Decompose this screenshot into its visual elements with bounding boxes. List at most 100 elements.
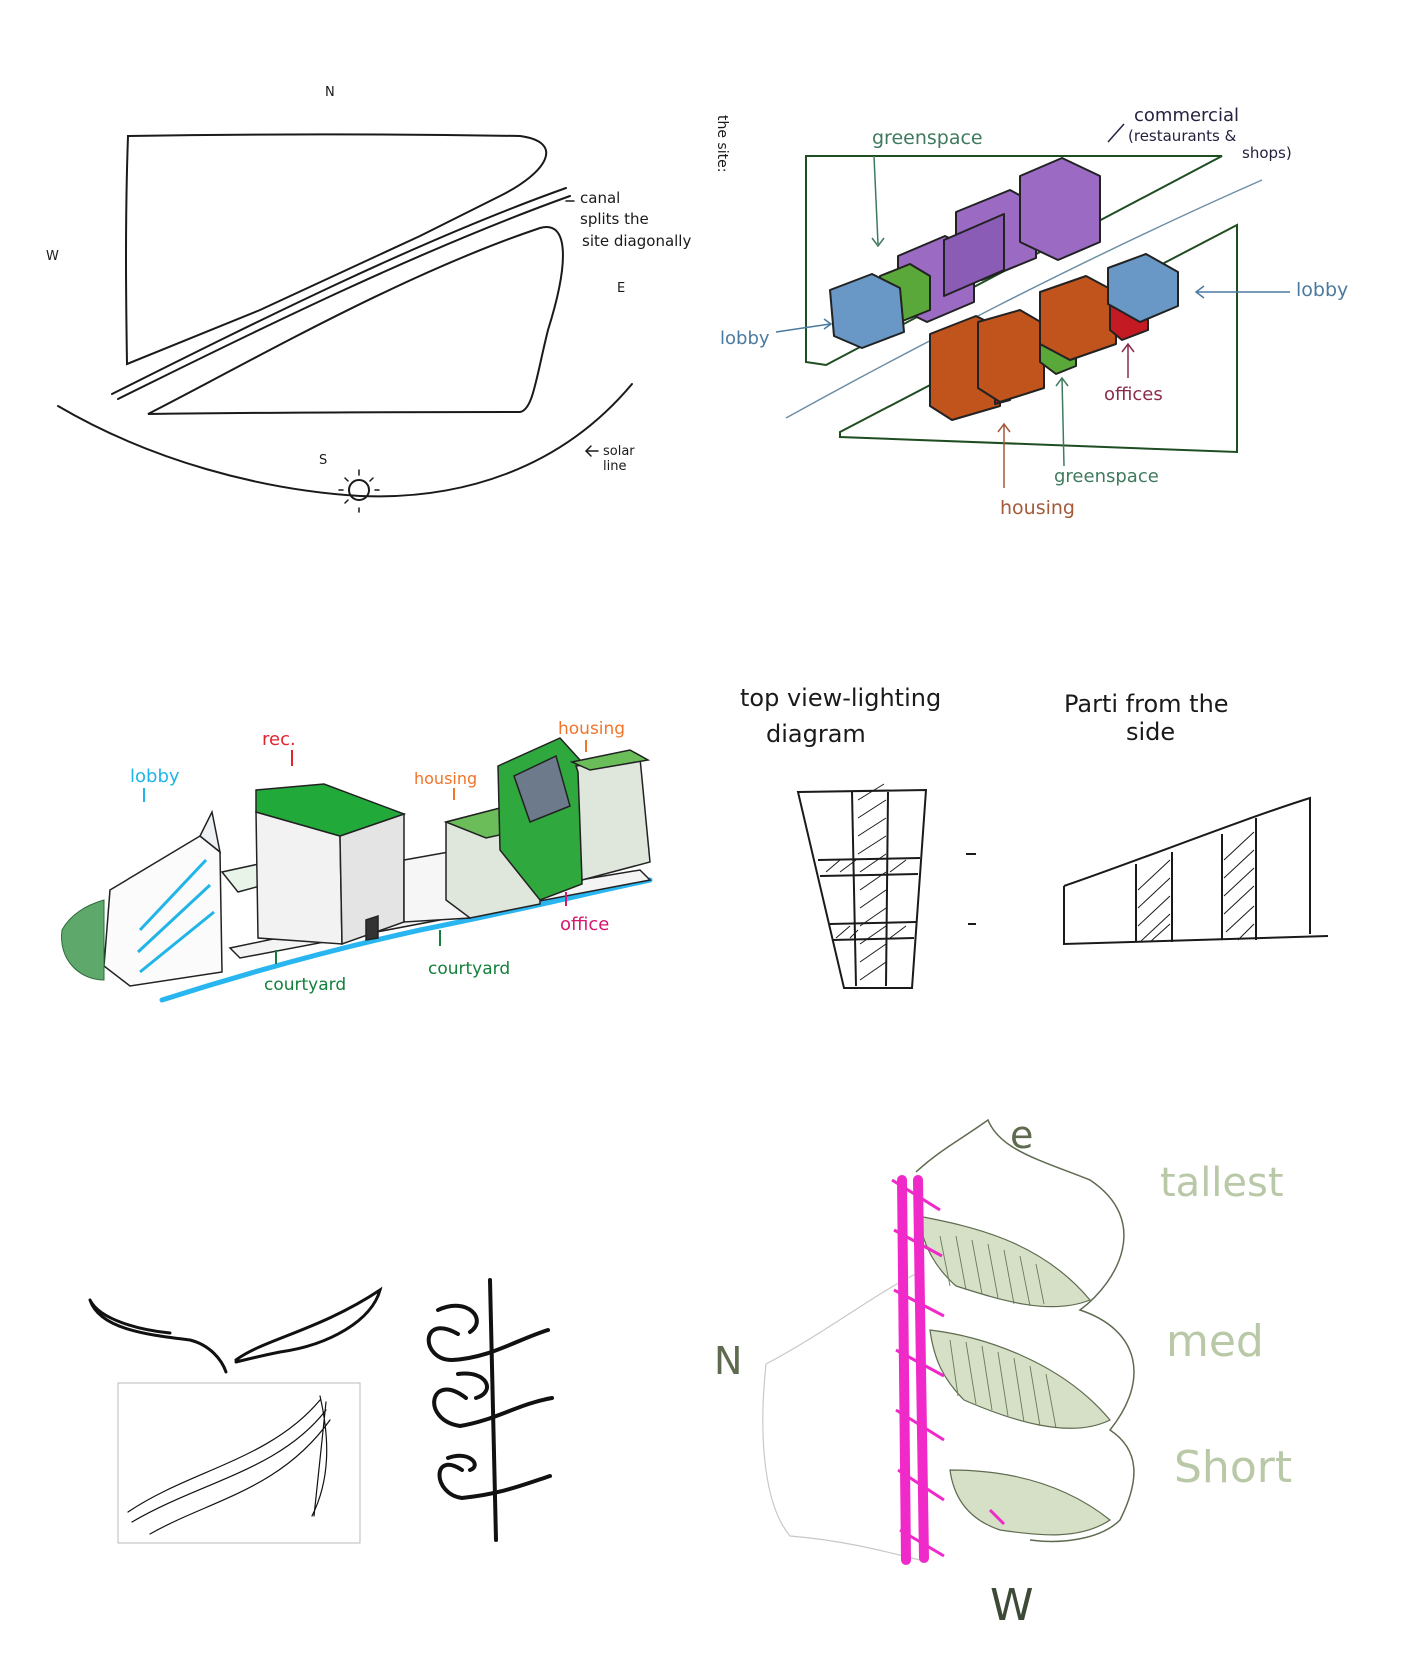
massing-labels: commercial (restaurants & shops) greensp… <box>720 105 1348 519</box>
top-view-outline <box>796 788 928 989</box>
east-orientation-label: e <box>1010 1113 1033 1157</box>
west-orientation-label: W <box>990 1580 1034 1631</box>
orientation-panel <box>762 1118 1135 1565</box>
glyph-spine <box>488 1278 498 1542</box>
side-view-hatching <box>1137 831 1255 943</box>
parti-title-1: Parti from the <box>1064 690 1229 718</box>
east-label: E <box>617 281 625 296</box>
green-band-2 <box>929 1329 1111 1429</box>
upper-lobby-green <box>829 263 931 349</box>
outline-shape <box>762 1271 921 1561</box>
greenspace-top-label: greenspace <box>872 127 983 149</box>
green-band-3 <box>949 1469 1112 1536</box>
top-view-band-1 <box>817 857 921 877</box>
canal-note-3: site diagonally <box>582 232 691 250</box>
lobby-trees <box>61 899 105 981</box>
sun-rays <box>338 469 380 513</box>
west-label: W <box>46 249 59 264</box>
leaf-curve-left <box>88 1298 228 1374</box>
pink-strokes <box>891 1178 1006 1558</box>
lighting-title-2: diagram <box>766 720 866 748</box>
office-label: office <box>560 914 609 935</box>
lobby-building-front <box>199 809 222 854</box>
lobby-right-leader <box>1194 285 1290 299</box>
leaf-sketch-frame <box>117 1382 361 1544</box>
side-view-outline <box>1063 796 1329 946</box>
leaf-outline <box>915 1118 1135 1543</box>
rec-door <box>365 914 379 941</box>
glyph-leaf-3 <box>437 1453 552 1501</box>
commercial-leader <box>1107 123 1125 143</box>
housing-building-2 <box>569 749 651 881</box>
housing-block-2 <box>977 309 1045 403</box>
top-view-hatching <box>825 783 907 981</box>
housing-leader <box>997 422 1011 488</box>
orientation-labels: e N W tallest med Short <box>714 1113 1292 1631</box>
commercial-block-3 <box>1019 157 1101 261</box>
greenspace-bottom-label: greenspace <box>1054 466 1159 487</box>
massing-canal <box>785 179 1263 419</box>
housing-block-3 <box>1039 275 1117 361</box>
solar-line <box>57 383 633 498</box>
lobby-block-left <box>829 273 905 349</box>
hatch-lines <box>939 1235 1057 1429</box>
river-stroke <box>159 877 653 1003</box>
lobby-left-label: lobby <box>720 328 770 349</box>
commercial-sub-label-2: shops) <box>1242 144 1292 162</box>
parti-title-2: side <box>1126 718 1175 746</box>
greenspace-bottom-leader <box>1055 376 1069 467</box>
lighting-title-1: top view-lighting <box>740 684 941 712</box>
top-view-band-2 <box>829 921 917 941</box>
housing-tower-panel <box>513 754 571 823</box>
lobby-left-leader <box>775 318 833 333</box>
rec-roof <box>255 783 407 837</box>
solar-arrow <box>584 445 599 457</box>
canal-note-1: canal <box>580 189 620 207</box>
lighting-panel: top view-lighting diagram Parti from the… <box>740 684 1329 989</box>
commercial-label: commercial <box>1134 105 1239 126</box>
med-label: med <box>1166 1316 1264 1367</box>
courtyard-label-1: courtyard <box>264 975 346 995</box>
offices-leader <box>1121 342 1135 378</box>
lower-blocks <box>929 253 1179 421</box>
form-study-panel <box>88 1278 554 1544</box>
solar-note-1: solar <box>603 444 635 459</box>
housing-2-roof <box>569 749 651 771</box>
courtyard-label-2: courtyard <box>428 959 510 979</box>
site-plan-labels: N W E S canal splits the site diagonally… <box>46 85 730 474</box>
tallest-label: tallest <box>1160 1160 1284 1206</box>
housing-2-body <box>574 757 651 881</box>
short-label: Short <box>1174 1442 1292 1493</box>
rendering-leaders <box>143 740 587 964</box>
rendering-panel <box>61 737 653 1003</box>
lobby-glass <box>136 858 215 974</box>
offices-label: offices <box>1104 384 1163 405</box>
top-view-diagram <box>796 783 976 989</box>
top-view-divider-2 <box>885 791 889 987</box>
massing-frame-upper <box>805 155 1223 367</box>
rendering-housing-label-1: housing <box>414 769 477 788</box>
stacked-leaf-glyph <box>426 1278 554 1542</box>
site-upper-parcel <box>125 133 548 366</box>
greenspace-top-leader <box>871 155 885 248</box>
massing-leaders <box>775 123 1290 488</box>
commercial-block-4 <box>943 213 1005 297</box>
sun-symbol <box>348 479 370 501</box>
side-view-diagram <box>1063 796 1329 946</box>
lobby-building <box>61 809 223 987</box>
site-lower-parcel <box>147 226 564 415</box>
green-band-1 <box>917 1215 1091 1308</box>
glyph-leaf-2 <box>432 1371 554 1429</box>
lobby-block-right <box>1107 253 1179 323</box>
canal-line-1 <box>111 187 567 395</box>
rendering-rec-label: rec. <box>262 729 296 750</box>
solar-note-2: line <box>603 459 626 474</box>
lobby-building-body <box>103 835 223 987</box>
rec-building <box>255 783 407 946</box>
rendering-housing-label-2: housing <box>558 719 625 739</box>
rendering-labels: lobby rec. housing housing courtyard cou… <box>130 719 625 995</box>
site-side-note: the site: <box>714 115 730 172</box>
rendering-lobby-label: lobby <box>130 766 180 787</box>
north-orientation-label: N <box>714 1339 742 1383</box>
